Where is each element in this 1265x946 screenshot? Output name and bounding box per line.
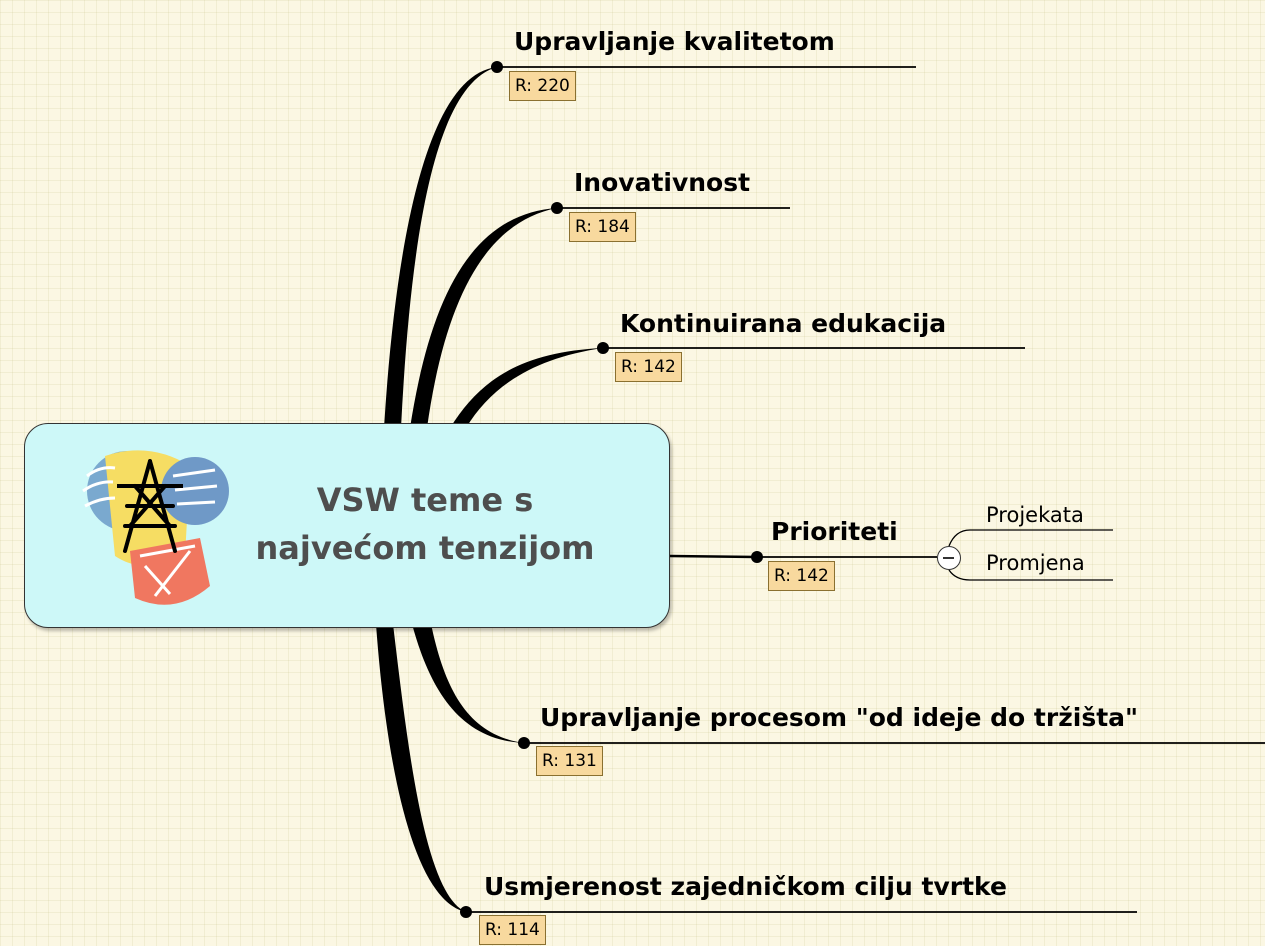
subtopic-projekata[interactable]: Projekata: [986, 503, 1084, 527]
branch-upravljanje-kvalitetom: [384, 67, 497, 428]
central-topic[interactable]: VSW teme s najvećom tenzijom: [24, 423, 670, 628]
minus-circle-icon[interactable]: [937, 546, 961, 570]
rating-badge-upravljanje-procesom: R: 131: [536, 746, 603, 776]
topic-upravljanje-procesom[interactable]: Upravljanje procesom "od ideje do tržišt…: [540, 703, 1139, 732]
node-dot-upravljanje-procesom: [518, 737, 530, 749]
sub-branch-projekata: [948, 529, 1113, 547]
node-dot-prioriteti: [751, 551, 763, 563]
power-pylon-clipart-icon: [82, 450, 229, 605]
branch-usmjerenost: [376, 624, 466, 912]
rating-badge-usmjerenost: R: 114: [479, 915, 546, 945]
central-topic-title: VSW teme s najvećom tenzijom: [255, 481, 595, 567]
topic-inovativnost[interactable]: Inovativnost: [574, 168, 751, 197]
rating-badge-kontinuirana-edukacija: R: 142: [615, 352, 682, 382]
subtopic-promjena[interactable]: Promjena: [986, 551, 1085, 575]
node-dot-upravljanje-kvalitetom: [491, 61, 503, 73]
node-dot-inovativnost: [551, 202, 563, 214]
branch-kontinuirana-edukacija: [450, 348, 603, 428]
topic-prioriteti[interactable]: Prioriteti: [771, 517, 898, 546]
rating-badge-upravljanje-kvalitetom: R: 220: [509, 71, 576, 101]
topic-upravljanje-kvalitetom[interactable]: Upravljanje kvalitetom: [514, 27, 835, 56]
rating-badge-inovativnost: R: 184: [569, 212, 636, 242]
node-dot-kontinuirana-edukacija: [597, 342, 609, 354]
topic-kontinuirana-edukacija[interactable]: Kontinuirana edukacija: [620, 309, 947, 338]
node-dot-usmjerenost: [460, 906, 472, 918]
branch-inovativnost: [410, 208, 557, 428]
rating-badge-prioriteti: R: 142: [768, 561, 835, 591]
topic-usmjerenost[interactable]: Usmjerenost zajedničkom cilju tvrtke: [484, 872, 1007, 901]
branch-upravljanje-procesom: [412, 624, 524, 743]
sub-branch-promjena: [948, 569, 1113, 581]
branch-prioriteti: [669, 554, 758, 559]
